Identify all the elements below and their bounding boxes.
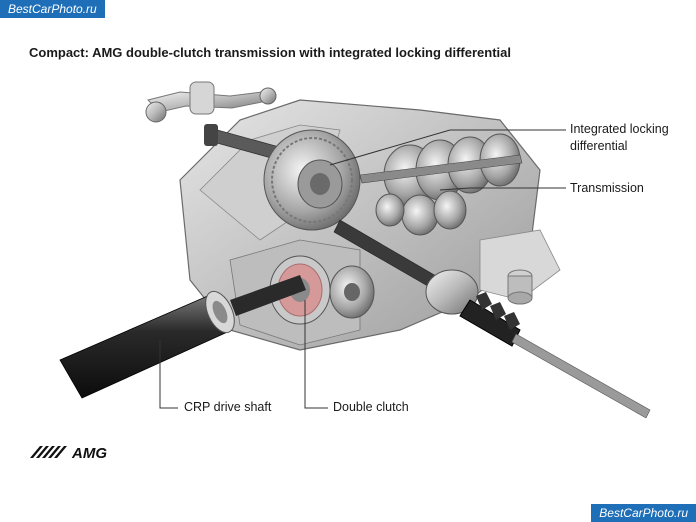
left-half-shaft <box>204 124 291 163</box>
transmission-gears <box>359 133 523 236</box>
leader-transmission <box>439 187 566 191</box>
label-crp-drive-shaft: CRP drive shaft <box>184 400 272 414</box>
label-integrated-locking-differential: Integrated locking differential <box>570 122 669 153</box>
label-transmission: Transmission <box>570 181 644 195</box>
leader-locking-differential <box>329 129 566 166</box>
leader-drive-shaft <box>159 340 178 409</box>
leader-lines <box>159 129 566 409</box>
leader-double-clutch <box>304 300 328 409</box>
control-arm <box>145 81 277 123</box>
amg-logo-text: AMG <box>71 445 107 460</box>
watermark-top: BestCarPhoto.ru <box>0 0 105 18</box>
watermark-bottom: BestCarPhoto.ru <box>591 504 696 522</box>
amg-logo: AMG <box>30 445 107 460</box>
crp-drive-shaft <box>59 275 306 399</box>
right-cv-joint <box>425 269 651 419</box>
label-double-clutch: Double clutch <box>333 400 409 414</box>
differential-ring-gear <box>263 129 361 231</box>
housing-bolt <box>507 269 533 305</box>
diagram-title: Compact: AMG double-clutch transmission … <box>29 45 512 60</box>
